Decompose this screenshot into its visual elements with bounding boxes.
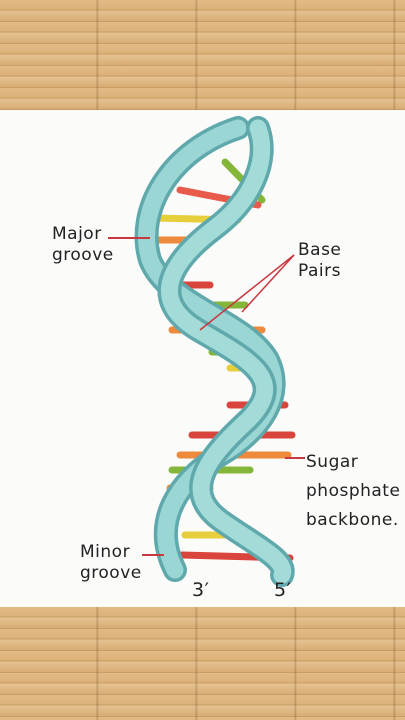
minor-groove-label-line: Minor — [80, 542, 131, 562]
three-prime-end-label: 3′ — [192, 579, 210, 601]
backbone-strand-highlight — [160, 119, 292, 584]
backbone-label-line: Sugar — [306, 452, 359, 472]
minor-groove-label: Minor groove — [80, 542, 142, 584]
backbone-strand-highlight — [138, 119, 283, 579]
base-pairs-pointer — [199, 254, 295, 331]
base-pairs-label: Base Pairs — [298, 240, 341, 282]
base-pairs-label-line: Pairs — [298, 261, 341, 281]
base-pairs-pointer — [241, 254, 295, 313]
wood-panel-top — [0, 0, 405, 110]
base-pairs-label-line: Base — [298, 240, 342, 260]
major-groove-label: Major groove — [52, 224, 114, 266]
wood-panel-bottom — [0, 607, 405, 720]
major-groove-label-line: groove — [52, 245, 114, 265]
major-groove-label-line: Major — [52, 224, 102, 244]
backbone-label-line: phosphate — [306, 481, 401, 501]
sugar-phosphate-backbone-label: Sugar phosphate backbone. — [306, 448, 400, 535]
five-prime-end-label: 5′ — [274, 579, 292, 601]
backbone-label-line: backbone. — [306, 510, 399, 530]
minor-groove-label-line: groove — [80, 563, 142, 583]
